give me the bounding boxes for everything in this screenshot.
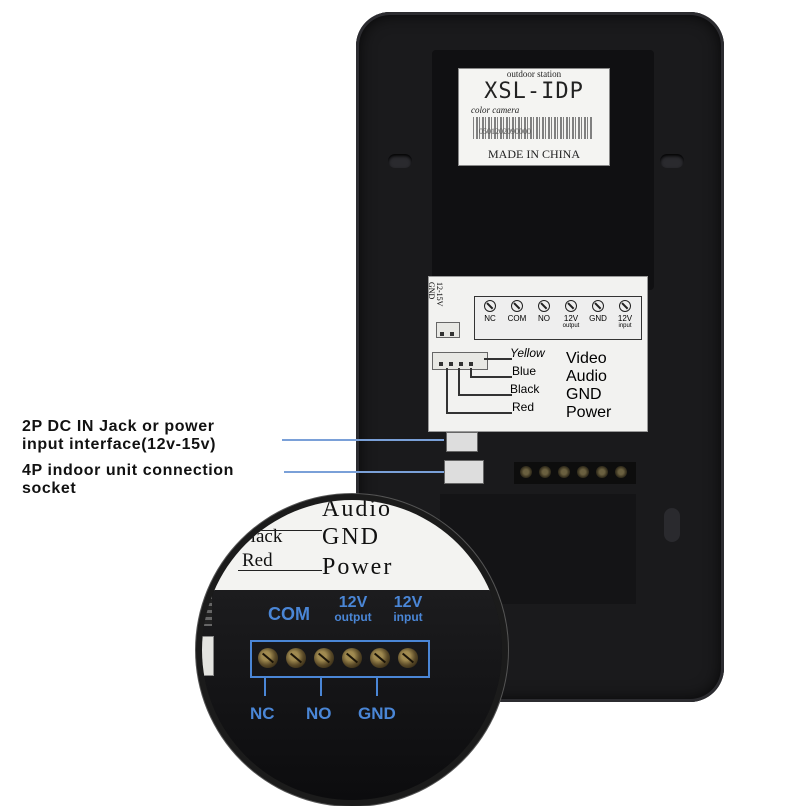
mag-terminal-12v-input: 12V input — [393, 594, 423, 624]
label-camera-type: color camera — [471, 105, 520, 115]
magnified-board — [202, 590, 502, 800]
mag-screw-2 — [286, 648, 306, 668]
mag-pin-header — [204, 596, 212, 626]
terminal-nc: NC — [484, 314, 496, 323]
mag-screw-5 — [370, 648, 390, 668]
dc-jack-socket — [446, 432, 478, 452]
label-station-type: outdoor station — [506, 69, 562, 79]
wire-color-black: Black — [510, 382, 540, 396]
annotation-dc-jack: 2P DC IN Jack or power input interface(1… — [22, 418, 217, 453]
mag-signal-audio: Audio — [322, 496, 392, 522]
annotation-dc-jack-line — [282, 439, 444, 441]
wire-signal-gnd: GND — [566, 386, 602, 403]
mounting-slot-right — [660, 154, 684, 168]
terminal-gnd: GND — [589, 314, 607, 323]
terminal-screw-row — [514, 462, 636, 484]
terminal-com: COM — [507, 314, 527, 323]
label-origin: MADE IN CHINA — [488, 147, 580, 161]
four-pin-connector-diagram — [432, 352, 488, 370]
dc-jack-diagram — [436, 322, 460, 338]
mag-terminal-nc: NC — [250, 704, 275, 723]
mag-screw-1 — [258, 648, 278, 668]
mag-signal-power: Power — [322, 554, 394, 580]
mag-terminal-com: COM — [268, 604, 310, 624]
dc-gnd-label: GND — [427, 282, 436, 300]
barcode-number: 0501202090000 — [479, 127, 531, 136]
mag-screw-3 — [314, 648, 334, 668]
annotation-socket: 4P indoor unit connection socket — [22, 462, 235, 497]
terminal-12v-input-sub: input — [618, 323, 632, 329]
product-label: outdoor station XSL-IDP color camera 050… — [458, 68, 610, 166]
dc-voltage-label: 12-15V — [435, 282, 444, 307]
magnified-detail: Audio Black GND Red Power COM 12V output… — [196, 494, 508, 806]
side-slot — [664, 508, 680, 542]
wire-signal-audio: Audio — [566, 368, 607, 385]
mag-terminal-12v-output: 12V output — [334, 594, 372, 624]
wire-signal-power: Power — [566, 404, 612, 421]
mag-signal-gnd: GND — [322, 524, 380, 550]
mag-terminal-box — [250, 640, 430, 678]
mag-color-red: Red — [242, 550, 273, 571]
mag-connector — [202, 636, 214, 676]
mag-terminal-no: NO — [306, 704, 332, 723]
mag-screw-6 — [398, 648, 418, 668]
annotation-socket-line — [284, 471, 444, 473]
mag-screw-4 — [342, 648, 362, 668]
mag-terminal-gnd: GND — [358, 704, 396, 723]
wire-color-blue: Blue — [512, 364, 537, 378]
barcode — [473, 117, 593, 139]
terminal-12v-output-sub: output — [562, 323, 580, 329]
wire-signal-video: Video — [566, 350, 607, 367]
terminal-no: NO — [538, 314, 550, 323]
terminal-12v-output: 12V — [563, 314, 579, 323]
wire-color-red: Red — [512, 400, 535, 414]
mounting-slot-left — [388, 154, 412, 168]
terminal-12v-input: 12V — [617, 314, 633, 323]
label-model: XSL-IDP — [484, 79, 584, 104]
magnified-label: Audio Black GND Red Power — [202, 500, 502, 591]
four-pin-socket — [444, 460, 484, 484]
mag-color-black: Black — [238, 526, 283, 547]
wire-color-yellow: Yellow — [510, 346, 545, 360]
